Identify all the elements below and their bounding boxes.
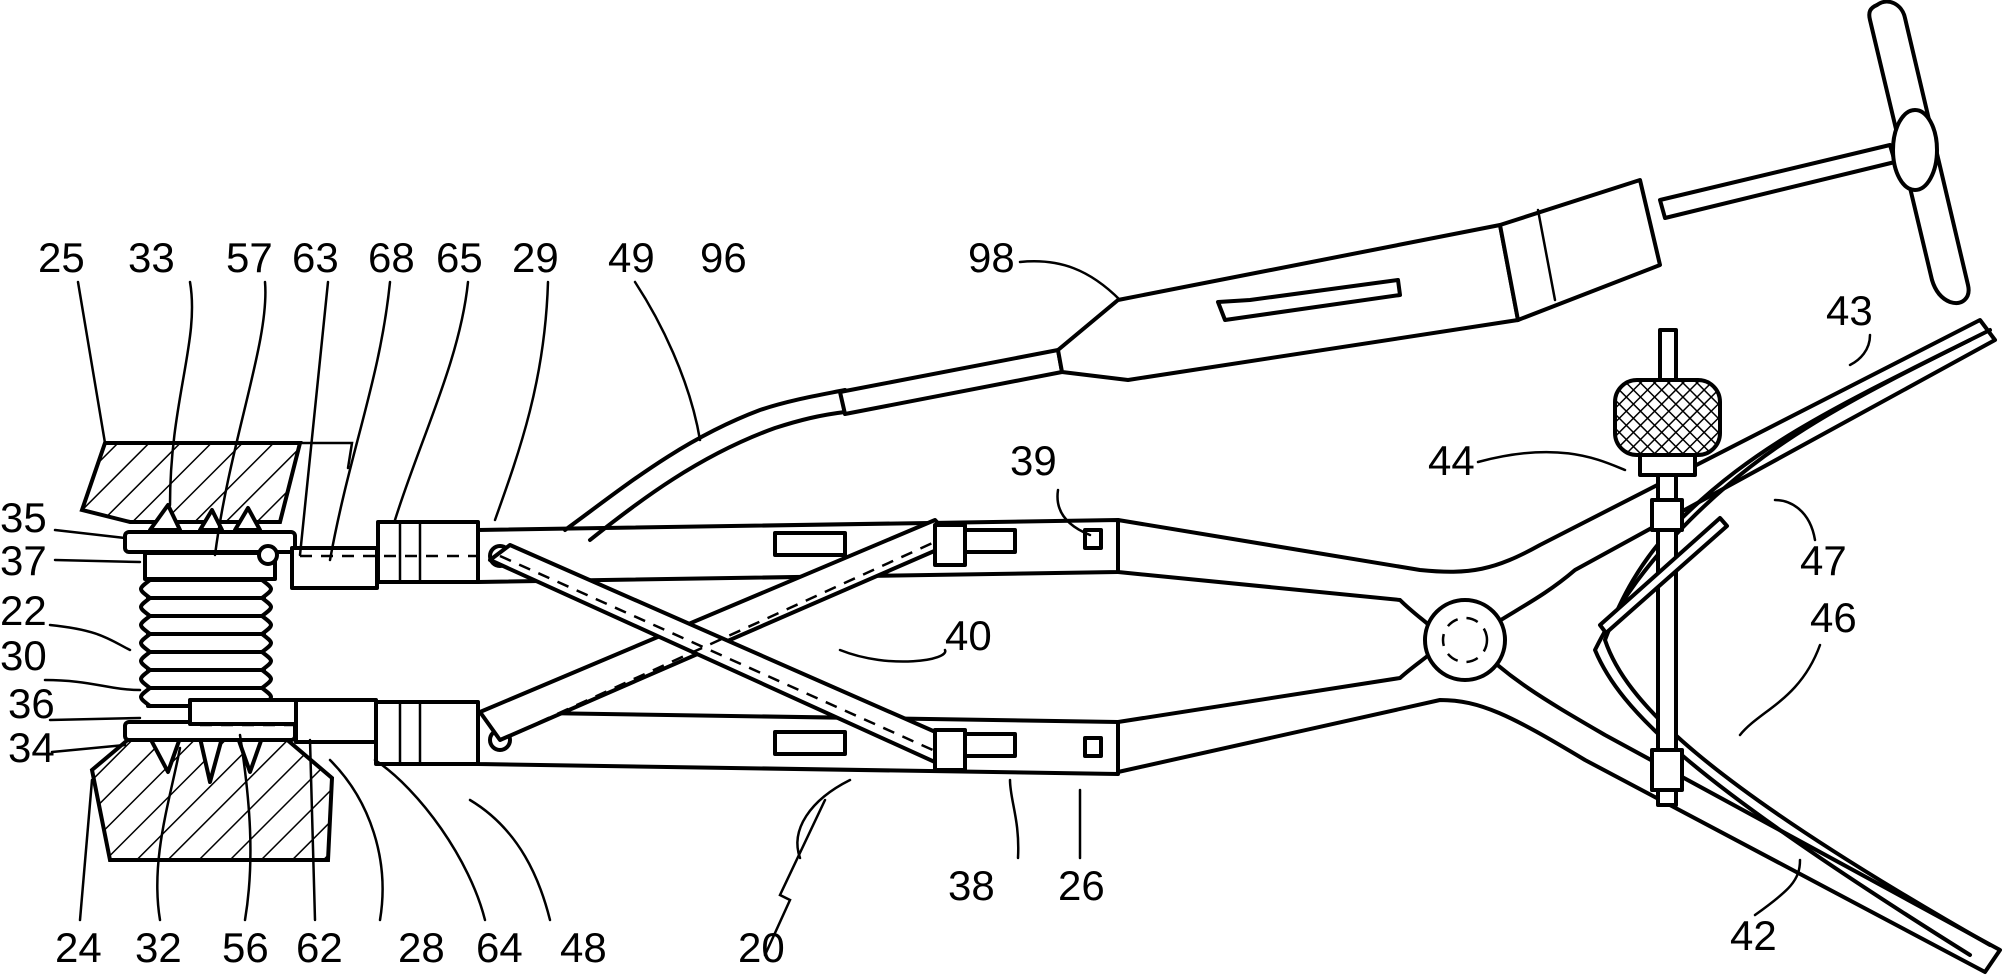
label-49: 49 — [608, 234, 655, 281]
label-68: 68 — [368, 234, 415, 281]
label-26: 26 — [1058, 862, 1105, 909]
label-65: 65 — [436, 234, 483, 281]
label-22: 22 — [0, 587, 47, 634]
label-63: 63 — [292, 234, 339, 281]
label-40: 40 — [945, 612, 992, 659]
label-57: 57 — [226, 234, 273, 281]
drive-shaft-96 — [565, 390, 845, 540]
label-38: 38 — [948, 862, 995, 909]
lower-arm-38 — [478, 712, 1118, 774]
label-20: 20 — [738, 924, 785, 971]
label-39: 39 — [1010, 437, 1057, 484]
adjusting-screw-44 — [1600, 330, 1727, 805]
label-25: 25 — [38, 234, 85, 281]
label-47: 47 — [1800, 537, 1847, 584]
label-35: 35 — [0, 494, 47, 541]
label-56: 56 — [222, 924, 269, 971]
label-30: 30 — [0, 632, 47, 679]
label-96: 96 — [700, 234, 747, 281]
label-62: 62 — [296, 924, 343, 971]
label-42: 42 — [1730, 912, 1777, 959]
label-46: 46 — [1810, 594, 1857, 641]
handle-98 — [840, 2, 1969, 414]
label-33: 33 — [128, 234, 175, 281]
label-43: 43 — [1826, 287, 1873, 334]
label-98: 98 — [968, 234, 1015, 281]
label-36: 36 — [8, 680, 55, 727]
label-29: 29 — [512, 234, 559, 281]
label-48: 48 — [560, 924, 607, 971]
label-24: 24 — [55, 924, 102, 971]
label-28: 28 — [398, 924, 445, 971]
bellows — [141, 580, 271, 706]
label-34: 34 — [8, 724, 55, 771]
label-32: 32 — [135, 924, 182, 971]
label-37: 37 — [0, 537, 47, 584]
label-64: 64 — [476, 924, 523, 971]
label-44: 44 — [1428, 437, 1475, 484]
